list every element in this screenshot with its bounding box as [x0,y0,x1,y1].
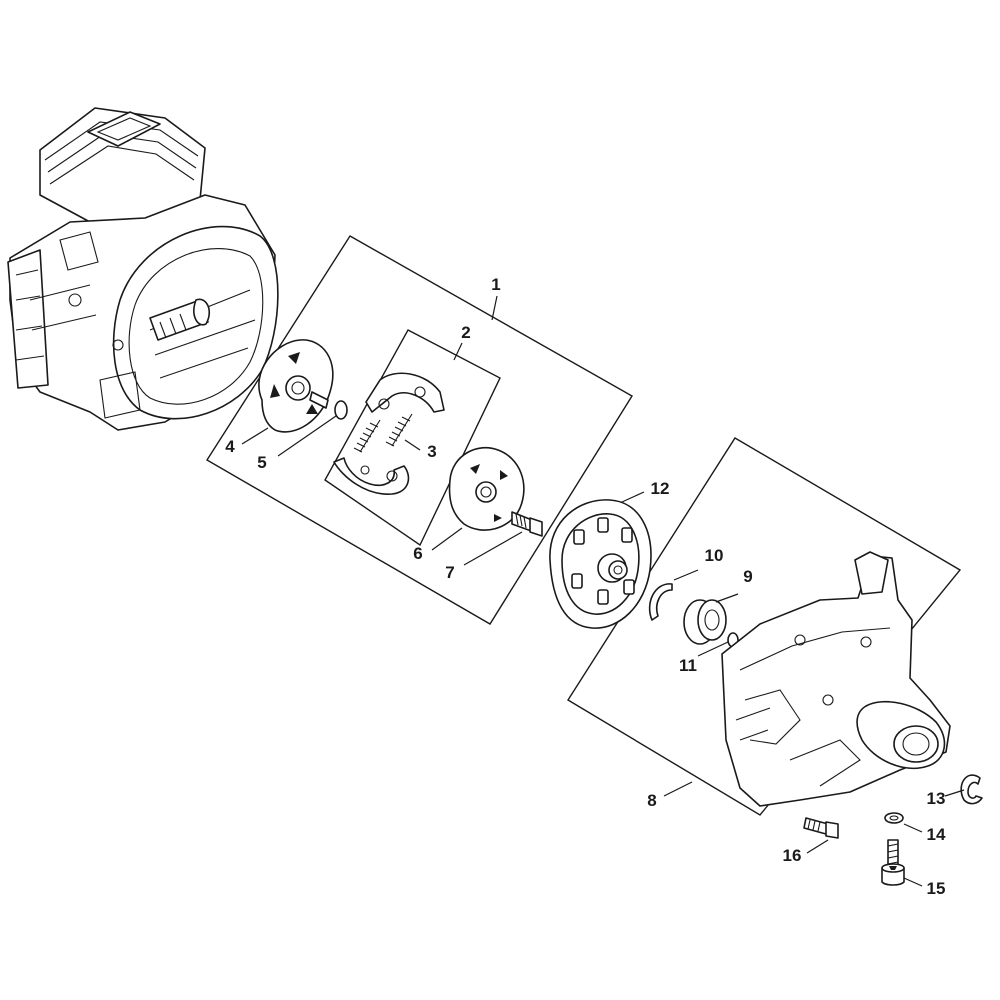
callout-13: 13 [927,789,946,808]
clutch-housing-8 [721,551,951,807]
callout-7: 7 [445,563,454,582]
leader-lines [241,295,965,887]
leader-5 [277,415,337,457]
callout-14: 14 [927,825,946,844]
leader-11 [697,641,729,657]
callout-11: 11 [679,656,697,675]
leader-10 [673,569,699,581]
group-frame-2 [324,329,501,547]
callout-12: 12 [651,479,670,498]
leader-15 [903,877,923,887]
clutch-spring-3a [353,419,381,453]
leader-4 [241,427,269,445]
callout-labels: 1 2 3 4 5 6 7 8 9 10 11 12 13 14 15 16 [225,275,946,898]
callout-6: 6 [413,544,422,563]
group-frame-1 [206,235,633,625]
leader-7 [463,531,523,566]
retaining-ring-13 [960,774,983,805]
callout-4: 4 [225,437,235,456]
callout-1: 1 [491,275,500,294]
callout-3: 3 [427,442,436,461]
leader-12 [621,491,645,503]
bearing-9 [683,599,727,645]
washer-5 [334,400,348,420]
socket-screw-15 [881,839,905,886]
callout-5: 5 [257,453,266,472]
callout-15: 15 [927,879,946,898]
clutch-spring-3b [385,413,413,447]
leader-9 [715,593,739,603]
leader-1 [491,295,498,321]
callout-10: 10 [705,546,724,565]
carrier-plate-6 [448,446,525,531]
clutch-drum-12 [549,499,652,629]
leader-13 [944,789,965,797]
engine-block [7,107,279,431]
circlip-10 [648,583,673,621]
leader-8 [663,781,693,797]
clutch-shoe-lower [333,457,410,495]
callout-16: 16 [783,846,802,865]
washer-14 [884,812,904,824]
callout-9: 9 [743,567,752,586]
callout-8: 8 [647,791,656,810]
leader-6 [431,527,463,551]
clutch-shoe-upper [365,372,445,413]
leader-16 [806,839,829,854]
leader-2 [453,342,463,361]
screw-16 [803,817,839,839]
callout-2: 2 [461,323,470,342]
leader-14 [903,823,923,833]
screw-7 [511,511,543,537]
carrier-plate-4 [258,339,334,433]
leader-3 [404,439,421,451]
